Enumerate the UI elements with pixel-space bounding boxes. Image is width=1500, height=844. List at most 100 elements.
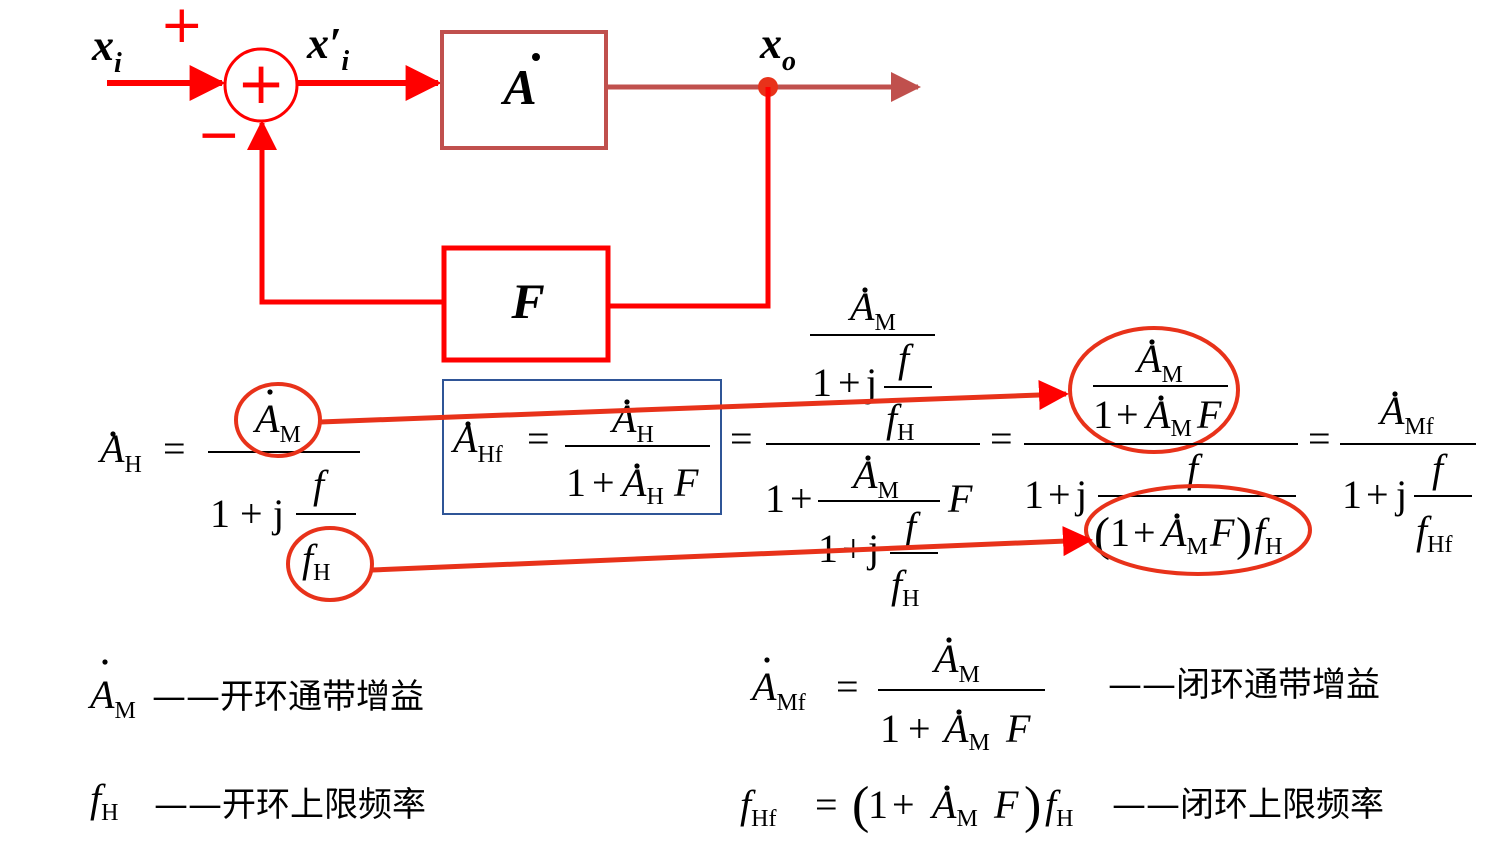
eq-ah-lhs: AH (97, 426, 142, 478)
def-fhf-plus: + (892, 782, 915, 827)
block-diagram: xi + + − x′i A xo F (91, 0, 921, 363)
input-plus-sign: + (160, 0, 204, 55)
eq-ahf-den-one: 1 (566, 460, 586, 505)
forward-gain-block (440, 30, 608, 150)
eq-ahf-num-dot (624, 399, 630, 405)
eq-step3-num-top: AM (1134, 336, 1183, 388)
eq-step2-bot-f-cap: F (947, 476, 973, 521)
definition-open-loop-bandwidth: fH ——开环上限频率 (90, 776, 426, 826)
def-amf-num: AM (931, 636, 980, 688)
eq-step3-equals: = (990, 416, 1013, 461)
eq-step2-top-plus: + (838, 360, 861, 405)
eq-step4-den-f: f (1432, 446, 1448, 491)
eq-ah-den-f: f (313, 462, 329, 507)
eq-step3-den-f-cap: F (1209, 510, 1235, 555)
def-amf-dot (764, 657, 770, 663)
eq-step2-top-fh: fH (886, 396, 914, 446)
forward-gain-symbol: A (500, 59, 536, 115)
definition-closed-loop-gain: AMf = AM 1 + AM F ——闭环通带增益 (749, 636, 1380, 756)
def-fhf-rparen: ) (1024, 777, 1041, 834)
highlight-arrow-bandwidth (371, 526, 1093, 573)
def-amf-den-one: 1 (880, 706, 900, 751)
eq-step4-den-plus: + (1366, 472, 1389, 517)
eq-step3-den-one: 1 (1024, 472, 1044, 517)
eq-step3-num-a-dot (1158, 395, 1164, 401)
eq-ah-den-one: 1 (210, 491, 230, 536)
eq-step3-num-plus: + (1116, 392, 1139, 437)
eq-ah-num-dot (267, 389, 273, 395)
eq-ahf-den-dot (634, 463, 640, 469)
eq-step3-den-j: j (1074, 472, 1087, 517)
def-fhf-a-dot (944, 785, 950, 791)
eq-step3-num-top-dot (1149, 339, 1155, 345)
eq-step3-num-one: 1 (1093, 392, 1113, 437)
equation-step-4: = AMf 1 + j f fHf (1308, 388, 1476, 558)
eq-step4-den-fhf: fHf (1416, 508, 1452, 558)
eq-step3-den-a-dot (1174, 513, 1180, 519)
feedback-block (441, 245, 611, 363)
eq-step3-den-one2: 1 (1110, 510, 1130, 555)
eq-ah-den-plus: + (240, 491, 263, 536)
eq-step2-top-f: f (898, 336, 914, 381)
def-am-dot (102, 659, 108, 665)
eq-ahf-lhs-dot (465, 421, 471, 427)
feedback-path-right (606, 87, 771, 309)
highlight-circle-closed-gain (1068, 326, 1240, 454)
equation-open-loop-gain: AH = AM 1 + j f fH (97, 382, 374, 602)
eq-step2-bot-fh: fH (891, 562, 919, 612)
def-fhf-f-cap: F (993, 782, 1019, 827)
feedback-minus-sign: − (197, 105, 241, 165)
eq-ahf-numerator: AH (609, 396, 654, 448)
eq-step2-top-j: j (864, 360, 877, 405)
eq-step3-den-plus: + (1048, 472, 1071, 517)
eq-step3-den-plus2: + (1133, 510, 1156, 555)
eq-step2-bot-plus: + (790, 476, 813, 521)
eq-ahf-lhs: AHf (450, 416, 503, 468)
def-am-text: ——开环通带增益 (152, 677, 424, 717)
eq-step3-den-a: AM (1159, 510, 1208, 560)
def-amf-den-dot (956, 709, 962, 715)
output-signal-label: xo (759, 19, 796, 77)
feedback-path-left (247, 120, 444, 305)
def-amf-num-dot (946, 637, 952, 643)
eq-step4-equals: = (1308, 416, 1331, 461)
def-fhf-lparen: ( (852, 777, 869, 834)
equation-closed-loop-gain: AHf = AH 1 + AH F (442, 379, 722, 515)
eq-ahf-equals: = (527, 416, 550, 461)
eq-step2-equals: = (730, 416, 753, 461)
eq-step2-top-num: AM (847, 284, 896, 336)
eq-ahf-den-plus: + (592, 460, 615, 505)
equation-step-2: = AM 1 + j f fH 1 + AM F 1 + j f fH (730, 284, 980, 612)
def-fh-symbol: fH (90, 776, 118, 826)
eq-step3-den-fh: fH (1254, 510, 1282, 560)
def-fhf-a: AM (929, 782, 978, 832)
error-signal-label: x′i (306, 19, 349, 77)
def-amf-den-f: F (1005, 706, 1031, 751)
equation-step-3: = AM 1 + AM F 1 + j f ( 1 + AM F ) fH (990, 326, 1312, 576)
input-signal-label: xi (91, 21, 122, 79)
def-amf-symbol: AMf (749, 664, 806, 716)
def-amf-den-plus: + (908, 706, 931, 751)
eq-step2-top-one: 1 (812, 360, 832, 405)
eq-ah-den-j: j (271, 491, 284, 536)
definition-closed-loop-bandwidth: fHf = ( 1 + AM F ) fH ——闭环上限频率 (740, 777, 1384, 834)
eq-ah-lhs-dot (110, 431, 116, 437)
def-amf-equals: = (836, 664, 859, 709)
summing-junction-symbol: + (237, 49, 286, 117)
forward-gain-dot (532, 53, 540, 61)
eq-ah-equals: = (163, 426, 186, 471)
eq-ahf-den-f: F (673, 460, 699, 505)
eq-step2-bot-dot (865, 455, 871, 461)
eq-step2-top-dot (862, 287, 868, 293)
eq-ah-den-fh: fH (302, 536, 330, 586)
def-amf-text: ——闭环通带增益 (1108, 665, 1380, 705)
def-fhf-fh: fH (1045, 782, 1073, 832)
eq-step2-bot-f: f (905, 504, 921, 549)
eq-step4-num-dot (1392, 391, 1398, 397)
eq-step3-den-rparen: ) (1236, 508, 1252, 561)
eq-step3-num-a: AM (1143, 392, 1192, 442)
def-fhf-one: 1 (868, 782, 888, 827)
eq-step2-bot-num: AM (850, 452, 899, 504)
def-fhf-symbol: fHf (740, 782, 776, 832)
